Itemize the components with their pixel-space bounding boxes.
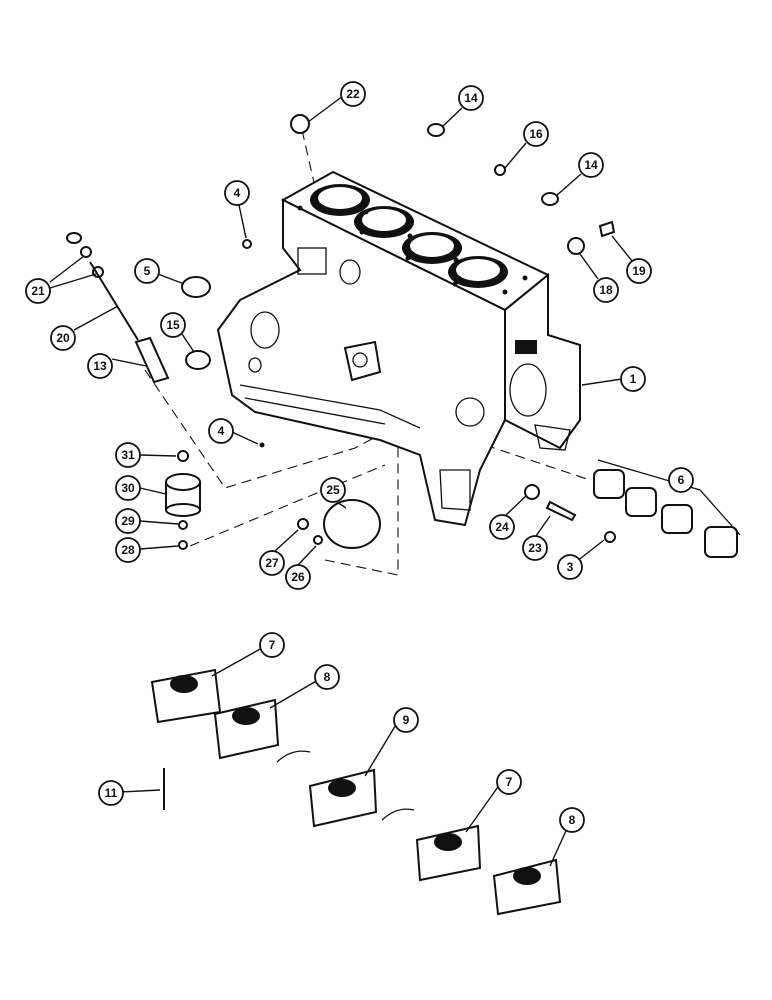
callout-1: 1 bbox=[620, 366, 646, 392]
engine-block bbox=[216, 170, 581, 527]
svg-text:16: 16 bbox=[529, 127, 543, 141]
callout-7: 7 bbox=[496, 769, 522, 795]
svg-text:9: 9 bbox=[403, 713, 410, 727]
callout-3: 3 bbox=[557, 554, 583, 580]
svg-text:28: 28 bbox=[121, 543, 135, 557]
callout-18: 18 bbox=[593, 277, 619, 303]
svg-text:26: 26 bbox=[291, 570, 305, 584]
callout-6: 6 bbox=[668, 467, 694, 493]
callout-28: 28 bbox=[115, 537, 141, 563]
svg-text:4: 4 bbox=[218, 424, 225, 438]
callout-13: 13 bbox=[87, 353, 113, 379]
svg-text:15: 15 bbox=[166, 318, 180, 332]
callout-9: 9 bbox=[393, 707, 419, 733]
dipstick-assembly bbox=[66, 232, 170, 384]
svg-text:19: 19 bbox=[632, 264, 646, 278]
svg-text:6: 6 bbox=[678, 473, 685, 487]
svg-text:18: 18 bbox=[599, 283, 613, 297]
svg-text:7: 7 bbox=[506, 775, 513, 789]
svg-text:11: 11 bbox=[105, 786, 118, 800]
svg-text:27: 27 bbox=[265, 556, 279, 570]
svg-text:5: 5 bbox=[144, 264, 151, 278]
cam-bushings bbox=[593, 459, 741, 558]
callout-leader-lines bbox=[49, 95, 691, 867]
callout-5: 5 bbox=[134, 258, 160, 284]
svg-text:3: 3 bbox=[567, 560, 574, 574]
svg-text:8: 8 bbox=[569, 813, 576, 827]
callout-20: 20 bbox=[50, 325, 76, 351]
svg-text:7: 7 bbox=[269, 638, 276, 652]
svg-text:20: 20 bbox=[56, 331, 70, 345]
callout-29: 29 bbox=[115, 508, 141, 534]
callout-23: 23 bbox=[522, 535, 548, 561]
callout-27: 27 bbox=[259, 550, 285, 576]
callouts: 22 14 16 14 4 19 18 21 5 20 15 13 1 4 31… bbox=[25, 81, 694, 833]
svg-text:30: 30 bbox=[121, 481, 135, 495]
callout-16: 16 bbox=[523, 121, 549, 147]
svg-text:14: 14 bbox=[464, 91, 478, 105]
svg-text:22: 22 bbox=[346, 87, 360, 101]
svg-text:31: 31 bbox=[121, 448, 135, 462]
callout-4: 4 bbox=[208, 418, 234, 444]
svg-text:23: 23 bbox=[528, 541, 542, 555]
callout-15: 15 bbox=[160, 312, 186, 338]
callout-4: 4 bbox=[224, 180, 250, 206]
callout-14: 14 bbox=[458, 85, 484, 111]
svg-text:24: 24 bbox=[495, 520, 509, 534]
svg-text:8: 8 bbox=[324, 670, 331, 684]
callout-11: 11 bbox=[98, 780, 124, 806]
svg-text:13: 13 bbox=[93, 359, 107, 373]
callout-24: 24 bbox=[489, 514, 515, 540]
svg-text:14: 14 bbox=[584, 158, 598, 172]
callout-22: 22 bbox=[340, 81, 366, 107]
callout-30: 30 bbox=[115, 475, 141, 501]
svg-text:4: 4 bbox=[234, 186, 241, 200]
callout-26: 26 bbox=[285, 564, 311, 590]
svg-text:25: 25 bbox=[326, 483, 340, 497]
svg-text:21: 21 bbox=[31, 284, 45, 298]
callout-8: 8 bbox=[559, 807, 585, 833]
callout-19: 19 bbox=[626, 258, 652, 284]
callout-7: 7 bbox=[259, 632, 285, 658]
svg-text:29: 29 bbox=[121, 514, 135, 528]
callout-25: 25 bbox=[320, 477, 346, 503]
oil-filter bbox=[165, 473, 201, 517]
svg-text:1: 1 bbox=[630, 372, 637, 386]
small-fittings bbox=[177, 114, 616, 550]
callout-14: 14 bbox=[578, 152, 604, 178]
main-bearing-caps bbox=[150, 668, 562, 916]
callout-8: 8 bbox=[314, 664, 340, 690]
callout-21: 21 bbox=[25, 278, 51, 304]
callout-31: 31 bbox=[115, 442, 141, 468]
